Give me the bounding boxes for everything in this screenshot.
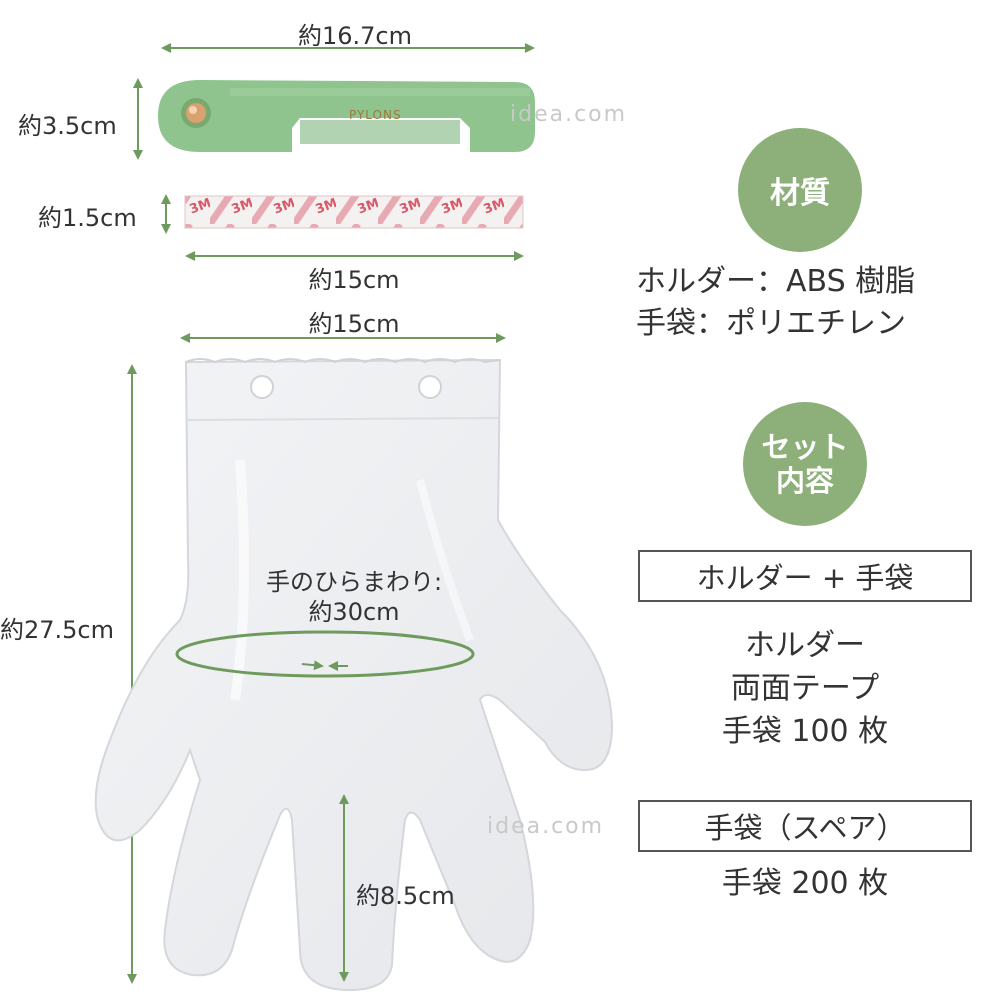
set2-title: 手袋（スペア） xyxy=(704,811,906,845)
set1-title: ホルダー + 手袋 xyxy=(696,561,914,595)
holder-width-label: 約16.7cm xyxy=(297,22,413,50)
glove-width-label: 約15cm xyxy=(308,310,400,338)
set2-title-box: 手袋（スペア） xyxy=(638,800,972,852)
watermark-top: idea.com xyxy=(510,102,628,127)
set1-title-box: ホルダー + 手袋 xyxy=(638,550,972,602)
watermark-bottom: idea.com xyxy=(487,814,605,839)
holder-illustration xyxy=(158,80,535,152)
tape-illustration xyxy=(184,195,524,229)
glove-height-label: 約27.5cm xyxy=(0,616,115,644)
tape-width-label: 約15cm xyxy=(308,266,400,294)
set-heading-badge: セット 内容 xyxy=(743,402,867,526)
material-glove-line: 手袋：ポリエチレン xyxy=(636,306,906,341)
palm-arrow-left xyxy=(301,660,324,671)
palm-value: 約30cm xyxy=(308,598,400,626)
holder-height-label: 約3.5cm xyxy=(18,112,117,140)
set2-item: 手袋 200 枚 xyxy=(721,866,889,901)
material-heading-badge: 材質 xyxy=(738,128,862,252)
set1-item: 手袋 100 枚 xyxy=(721,714,889,749)
set1-item: 両面テープ xyxy=(730,671,880,706)
tape-height-label: 約1.5cm xyxy=(38,204,137,232)
set1-items: ホルダー 両面テープ 手袋 100 枚 xyxy=(722,624,888,753)
palm-ellipse xyxy=(175,630,475,678)
palm-label: 手のひらまわり: xyxy=(265,568,443,596)
finger-length-label: 約8.5cm xyxy=(356,882,455,910)
holder-brand-text: PYLONS xyxy=(349,108,402,122)
set1-item: ホルダー xyxy=(745,628,865,663)
material-heading: 材質 xyxy=(770,176,830,211)
set-heading-line1: セット xyxy=(761,430,849,464)
set2-items: 手袋 200 枚 xyxy=(722,862,888,905)
set-heading-line2: 内容 xyxy=(775,464,834,498)
material-holder-line: ホルダー：ABS 樹脂 xyxy=(636,264,916,299)
